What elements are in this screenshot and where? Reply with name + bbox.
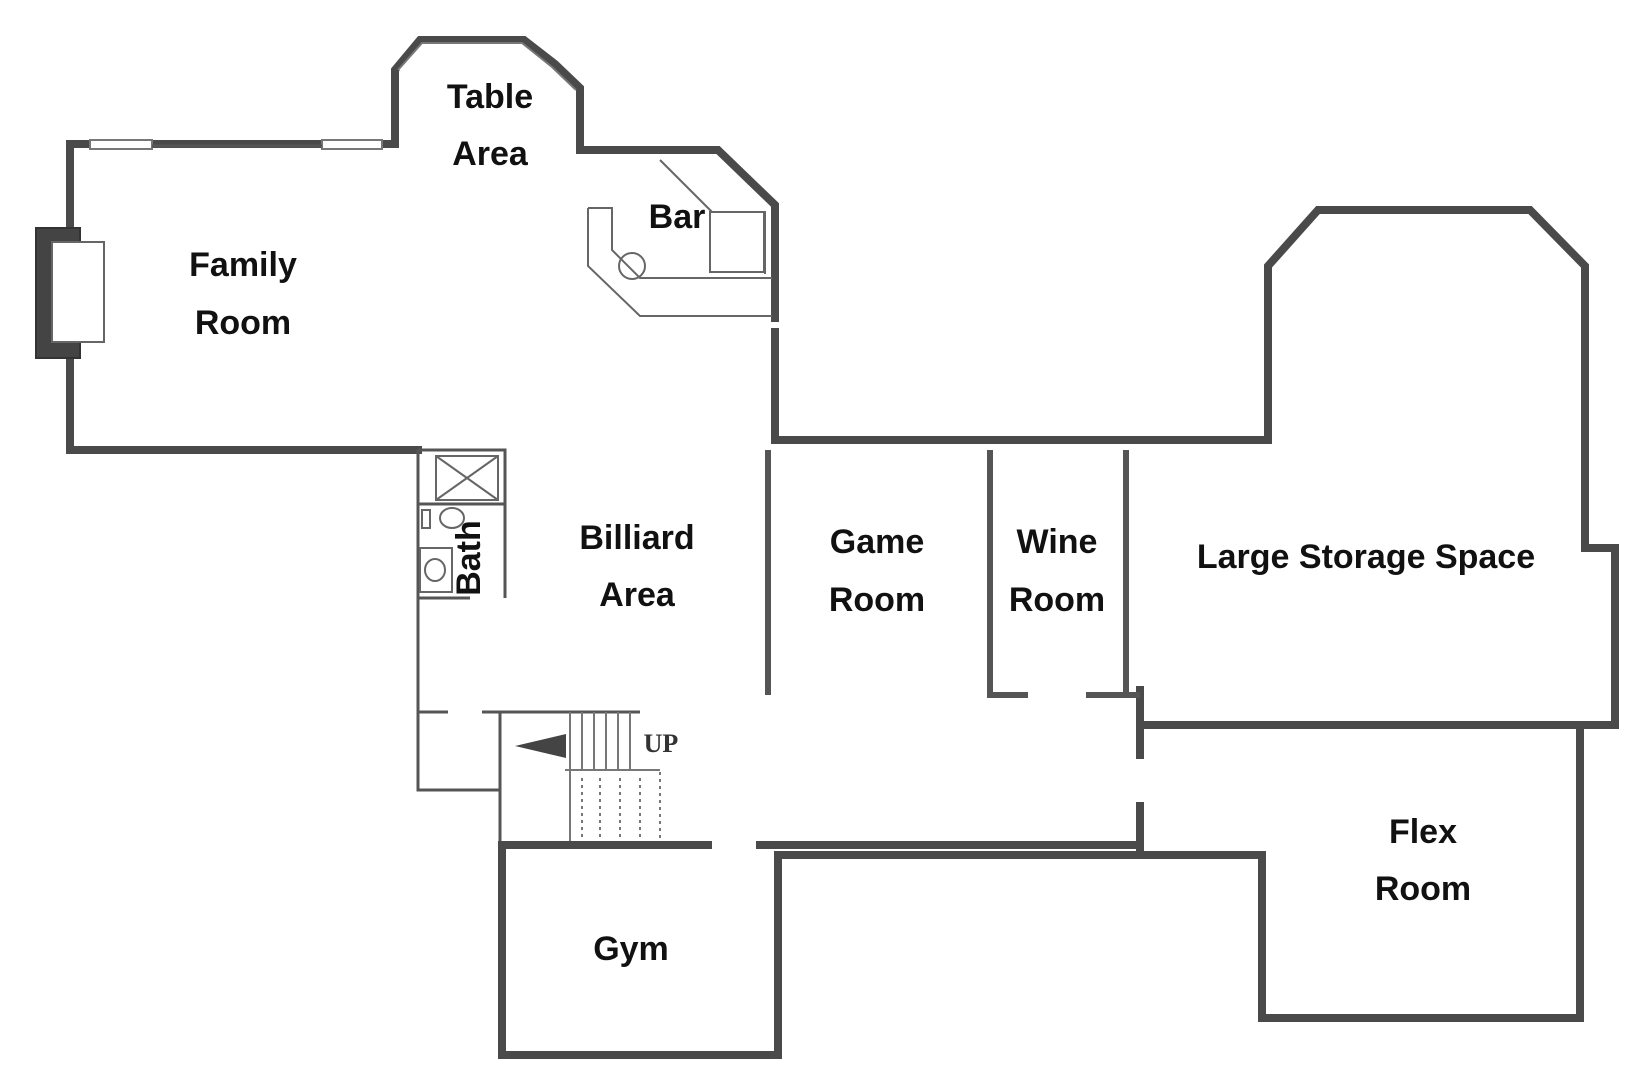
wall-storage-right [1264, 206, 1619, 729]
label-billiard-area: Billiard [579, 519, 694, 557]
label-flex-room: Flex [1389, 813, 1457, 851]
label-wine-room-2: Room [1009, 581, 1105, 619]
label-bath: Bath [450, 520, 488, 596]
label-wine-room: Wine [1017, 523, 1098, 561]
wall-gym [498, 721, 1584, 1059]
label-billiard-area-2: Area [599, 576, 676, 614]
label-game-room: Game [830, 523, 925, 561]
staircase [515, 712, 661, 842]
toilet-tank [421, 509, 431, 529]
wall-family-left [66, 140, 422, 454]
fireplace-opening [51, 241, 105, 343]
walls-bath-block [416, 448, 640, 845]
wall-wine-right [1086, 450, 1140, 698]
window-family-1 [89, 139, 153, 150]
window-bay [397, 42, 577, 91]
label-gym: Gym [593, 930, 669, 968]
label-game-room-2: Room [829, 581, 925, 619]
walls-lower-block [498, 206, 1619, 1059]
sink-vanity [419, 547, 453, 593]
wall-table-bay [391, 36, 584, 154]
label-stairs-up: UP [644, 729, 679, 758]
label-table-area-2: Area [452, 135, 529, 173]
shower-cross [435, 455, 499, 501]
bar-stool-icon [618, 252, 646, 280]
label-family-room-2: Room [195, 304, 291, 342]
shower-icon [435, 455, 499, 501]
label-bar: Bar [649, 198, 706, 236]
label-table-area: Table [447, 78, 533, 116]
wall-bar-right [576, 146, 779, 322]
label-family-room: Family [189, 246, 297, 284]
bar-sink [709, 211, 765, 273]
bar-counter [587, 207, 772, 317]
walls-family-block [66, 36, 1272, 454]
stair-arrow-icon [515, 734, 566, 758]
walls-game-wine [765, 450, 1140, 698]
sink-icon [424, 558, 446, 582]
wall-upper-right [771, 328, 1272, 444]
label-large-storage: Large Storage Space [1197, 538, 1535, 576]
toilet-icon [439, 507, 465, 529]
window-family-2 [321, 139, 383, 150]
label-flex-room-2: Room [1375, 870, 1471, 908]
wall-wine-left [987, 450, 1028, 698]
